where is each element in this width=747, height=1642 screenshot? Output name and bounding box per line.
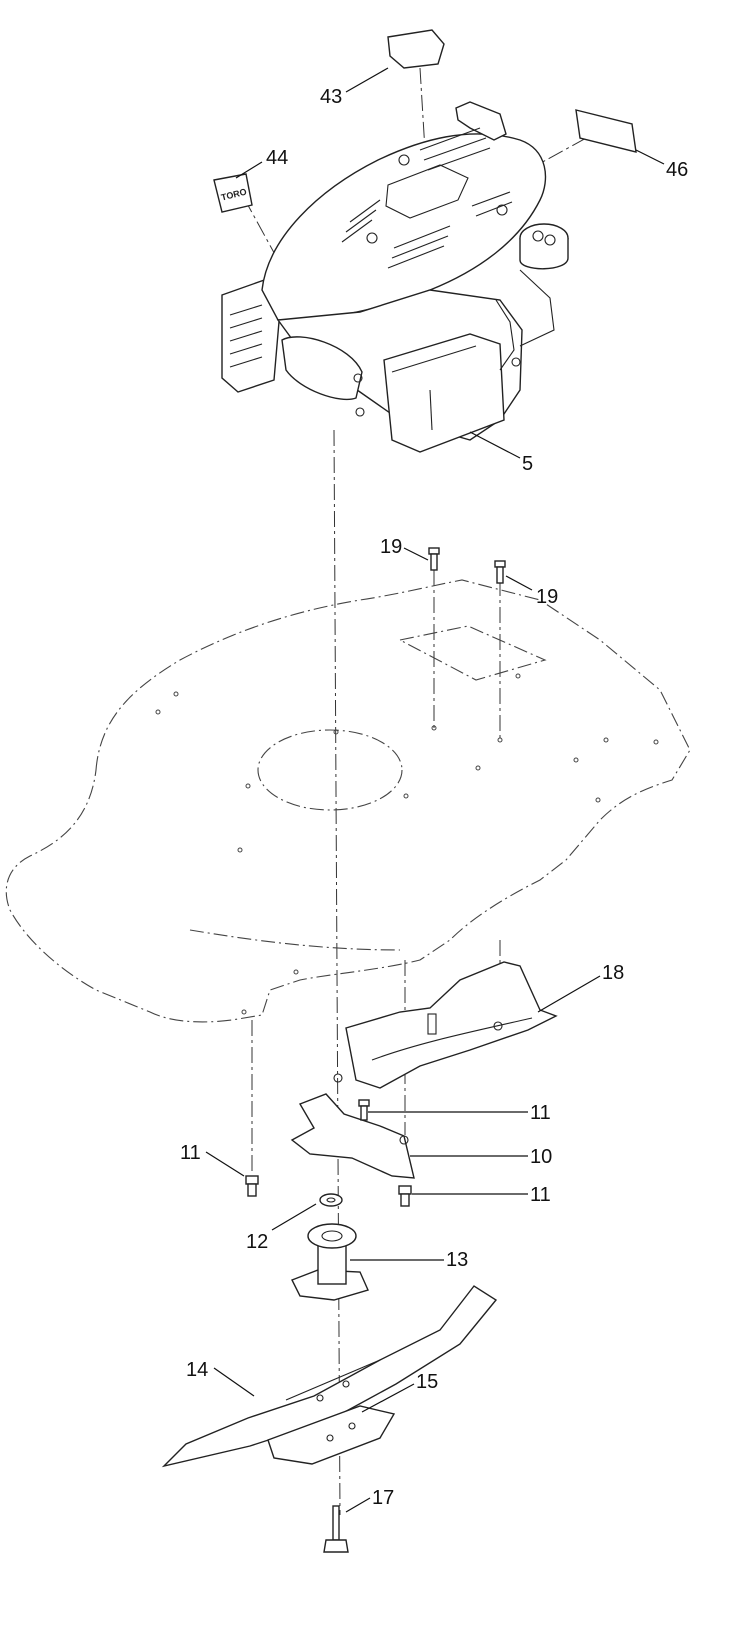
callout-43: 43 <box>320 86 342 108</box>
bolt-11-right <box>398 1185 412 1207</box>
mower-deck-phantom <box>5 579 691 1023</box>
callout-11-right: 11 <box>530 1184 551 1206</box>
bolt-19-left <box>428 547 440 571</box>
callout-5: 5 <box>522 453 533 475</box>
callout-19-left: 19 <box>380 536 402 558</box>
callout-19-right: 19 <box>536 586 558 608</box>
label-46 <box>575 109 637 153</box>
leader-lines <box>205 67 665 1513</box>
washer-12 <box>319 1193 343 1207</box>
callout-18: 18 <box>602 962 624 984</box>
callout-12: 12 <box>246 1231 268 1253</box>
engine-assembly <box>221 101 569 453</box>
bolt-19-right <box>494 560 506 584</box>
decal-44-toro: TORO <box>213 173 253 213</box>
baffle-18 <box>345 961 558 1089</box>
callout-17: 17 <box>372 1487 394 1509</box>
callout-44: 44 <box>266 147 288 169</box>
bolt-11-left <box>245 1175 259 1197</box>
adapter-13 <box>291 1223 369 1301</box>
callout-10: 10 <box>530 1146 552 1168</box>
callout-11-upper: 11 <box>530 1102 551 1124</box>
stiffener-15 <box>267 1405 396 1465</box>
callout-13: 13 <box>446 1249 468 1271</box>
blade-bolt-17 <box>323 1505 349 1553</box>
decal-43 <box>387 29 445 69</box>
callout-11-left: 11 <box>180 1142 201 1164</box>
callout-15: 15 <box>416 1371 438 1393</box>
callout-14: 14 <box>186 1359 208 1381</box>
bolt-11-upper <box>358 1099 370 1121</box>
callout-46: 46 <box>666 159 688 181</box>
plate-10 <box>290 1073 415 1179</box>
